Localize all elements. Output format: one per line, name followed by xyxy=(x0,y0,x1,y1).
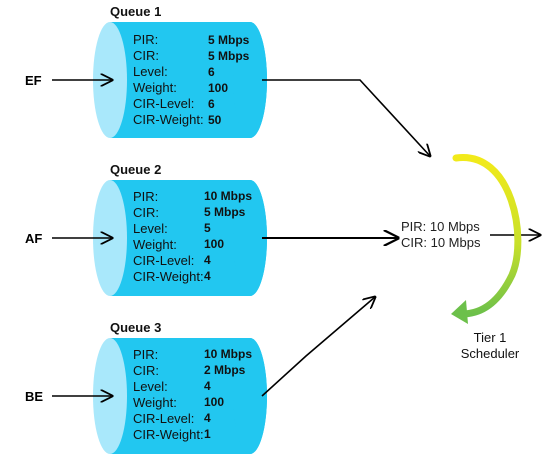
param-name: PIR: xyxy=(133,347,159,362)
param-value: 50 xyxy=(208,113,222,127)
param-value: 6 xyxy=(208,97,215,111)
param-value: 1 xyxy=(204,427,211,441)
param-value: 100 xyxy=(204,395,225,409)
ef-input-label: EF xyxy=(25,73,42,88)
param-value: 6 xyxy=(208,65,215,79)
param-name: CIR-Level: xyxy=(133,96,195,111)
param-value: 5 xyxy=(204,221,211,235)
scheduler-rates: PIR: 10 Mbps CIR: 10 Mbps xyxy=(401,219,480,251)
queue-1-cylinder xyxy=(93,22,267,138)
param-name: CIR: xyxy=(133,205,159,220)
tier-1-scheduler-label: Tier 1 Scheduler xyxy=(450,330,530,362)
af-input-label: AF xyxy=(25,231,43,246)
be-input-label: BE xyxy=(25,389,44,404)
param-value: 4 xyxy=(204,253,211,267)
queue-1-param-values: 5 Mbps 5 Mbps 6 100 6 50 xyxy=(208,32,249,128)
queue-3-output-arrow xyxy=(261,297,375,397)
param-value: 4 xyxy=(204,411,211,425)
param-name: Weight: xyxy=(133,237,177,252)
param-name: CIR-Weight: xyxy=(133,269,204,284)
queue-2-param-values: 10 Mbps 5 Mbps 5 100 4 4 xyxy=(204,188,252,284)
tier-label-line-1: Tier 1 xyxy=(473,330,507,345)
queue-1-output-arrow xyxy=(262,79,430,156)
param-value: 2 Mbps xyxy=(204,363,246,377)
queue-2-title: Queue 2 xyxy=(110,162,162,177)
param-name: CIR: xyxy=(133,48,159,63)
param-name: CIR: xyxy=(133,363,159,378)
param-value: 10 Mbps xyxy=(204,189,253,203)
param-value: 5 Mbps xyxy=(208,33,250,47)
scheduler-cycle-icon xyxy=(451,154,522,324)
param-value: 100 xyxy=(208,81,229,95)
param-value: 4 xyxy=(204,379,211,393)
param-name: CIR-Level: xyxy=(133,253,195,268)
tier-label-line-2: Scheduler xyxy=(460,346,520,361)
param-name: CIR-Level: xyxy=(133,411,195,426)
param-name: CIR-Weight: xyxy=(133,427,204,442)
scheduler-cir: CIR: 10 Mbps xyxy=(401,235,481,250)
param-name: Weight: xyxy=(133,80,177,95)
param-name: Level: xyxy=(133,221,168,236)
param-value: 10 Mbps xyxy=(204,347,253,361)
queue-1-param-names: PIR: CIR: Level: Weight: CIR-Level: CIR-… xyxy=(133,32,204,128)
scheduler-pir: PIR: 10 Mbps xyxy=(401,219,480,234)
param-value: 5 Mbps xyxy=(208,49,250,63)
param-value: 5 Mbps xyxy=(204,205,246,219)
queue-3-param-values: 10 Mbps 2 Mbps 4 100 4 1 xyxy=(204,346,252,442)
param-name: Level: xyxy=(133,64,168,79)
param-name: Weight: xyxy=(133,395,177,410)
param-name: PIR: xyxy=(133,32,159,47)
param-name: PIR: xyxy=(133,189,159,204)
param-name: CIR-Weight: xyxy=(133,112,204,127)
queue-3-param-names: PIR: CIR: Level: Weight: CIR-Level: CIR-… xyxy=(133,347,204,443)
param-value: 4 xyxy=(204,269,211,283)
param-value: 100 xyxy=(204,237,225,251)
queue-2-param-names: PIR: CIR: Level: Weight: CIR-Level: CIR-… xyxy=(133,189,204,285)
param-name: Level: xyxy=(133,379,168,394)
queue-1-title: Queue 1 xyxy=(110,4,162,19)
queue-3-title: Queue 3 xyxy=(110,320,162,335)
